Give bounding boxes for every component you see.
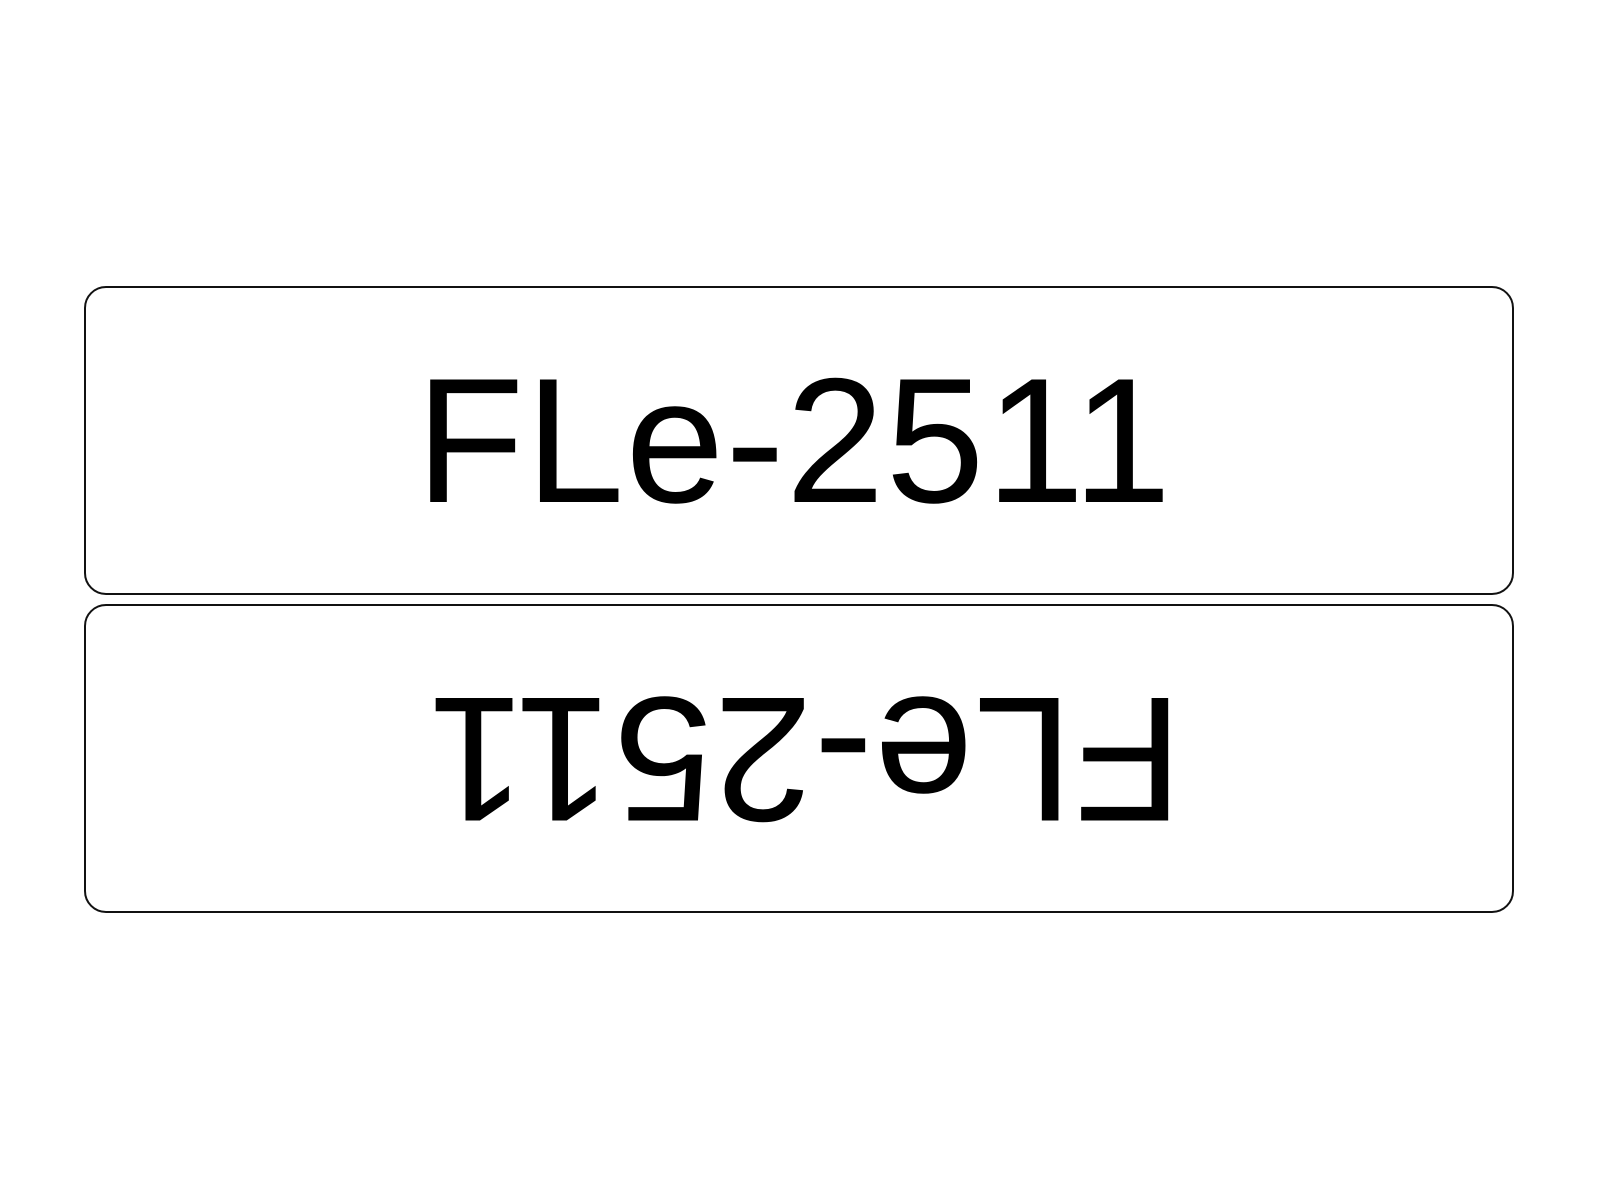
label-upright: FLe-2511 bbox=[84, 286, 1514, 595]
label-text: FLe-2511 bbox=[415, 340, 1173, 540]
label-text-rotated: FLe-2511 bbox=[425, 659, 1183, 859]
label-rotated: FLe-2511 bbox=[84, 604, 1514, 913]
